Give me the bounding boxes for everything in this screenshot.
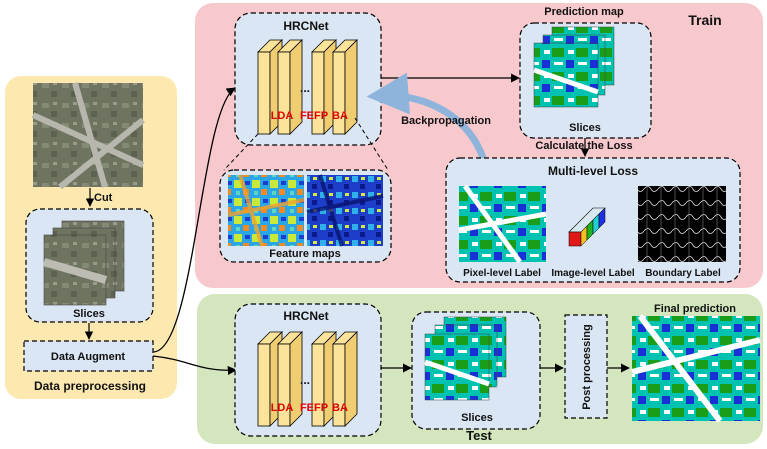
test-layer	[344, 331, 358, 427]
cut-label: Cut	[94, 192, 113, 204]
cube-segment-red	[568, 231, 582, 247]
final-prediction-title: Final prediction	[654, 303, 736, 315]
train-layer	[344, 39, 358, 135]
test-layer	[257, 343, 271, 427]
final-prediction-road	[631, 314, 761, 423]
test-block-fefp: FEFP	[300, 402, 328, 414]
prediction-map-title: Prediction map	[544, 6, 624, 18]
test-slice-road	[424, 359, 490, 387]
feature-map-1-highlight	[227, 174, 305, 247]
multi-level-loss-title: Multi-level Loss	[548, 164, 638, 178]
feature-maps-label: Feature maps	[269, 248, 341, 260]
calculate-loss-label: Calculate the Loss	[535, 140, 632, 152]
preprocessing-panel-title: Data preprocessing	[34, 379, 146, 393]
feature-map-2-highlight	[306, 174, 384, 247]
prediction-slice-road	[533, 67, 599, 95]
post-processing-label: Post processing	[581, 324, 593, 410]
image-level-label-cube	[568, 207, 606, 247]
test-layer	[289, 331, 303, 427]
prediction-slices-label: Slices	[569, 122, 601, 134]
train-block-lda: LDA	[271, 110, 294, 122]
source-image-road	[31, 82, 145, 190]
slice-front-road	[42, 258, 108, 284]
backpropagation-arrow	[366, 72, 487, 160]
test-hrcnet-box	[234, 303, 382, 437]
pixel-level-label-road	[458, 184, 547, 264]
augment-to-test-arrow	[152, 355, 237, 375]
train-panel-title: Train	[688, 12, 721, 28]
preprocessing-slices-label: Slices	[73, 308, 105, 320]
train-hrcnet-title: HRCNet	[283, 19, 328, 33]
test-slices-label: Slices	[461, 412, 493, 424]
test-hrcnet-title: HRCNet	[283, 309, 328, 323]
boundary-label-text: Boundary Label	[645, 268, 721, 279]
pixel-level-label-text: Pixel-level Label	[463, 268, 541, 279]
train-layer	[257, 51, 271, 135]
train-layer-stack	[257, 39, 358, 135]
data-augment-label: Data Augment	[51, 351, 125, 363]
test-layer-stack	[257, 331, 358, 427]
test-ellipsis: ...	[300, 373, 310, 387]
feature-map-1	[228, 175, 304, 246]
test-panel-title: Test	[466, 428, 492, 443]
image-level-label-text: Image-level Label	[551, 268, 635, 279]
train-ellipsis: ...	[300, 81, 310, 95]
train-layer	[289, 39, 303, 135]
zoom-line-right	[354, 117, 389, 171]
boundary-label-image	[638, 186, 726, 262]
cube-segment-blue	[598, 207, 606, 229]
train-block-fefp: FEFP	[300, 110, 328, 122]
zoom-line-left	[223, 133, 259, 171]
backpropagation-label: Backpropagation	[401, 115, 491, 127]
augment-to-train-arrow	[152, 87, 236, 353]
train-block-ba: BA	[332, 110, 348, 122]
test-block-ba: BA	[332, 402, 348, 414]
test-block-lda: LDA	[271, 402, 294, 414]
post-processing-box	[564, 314, 608, 419]
